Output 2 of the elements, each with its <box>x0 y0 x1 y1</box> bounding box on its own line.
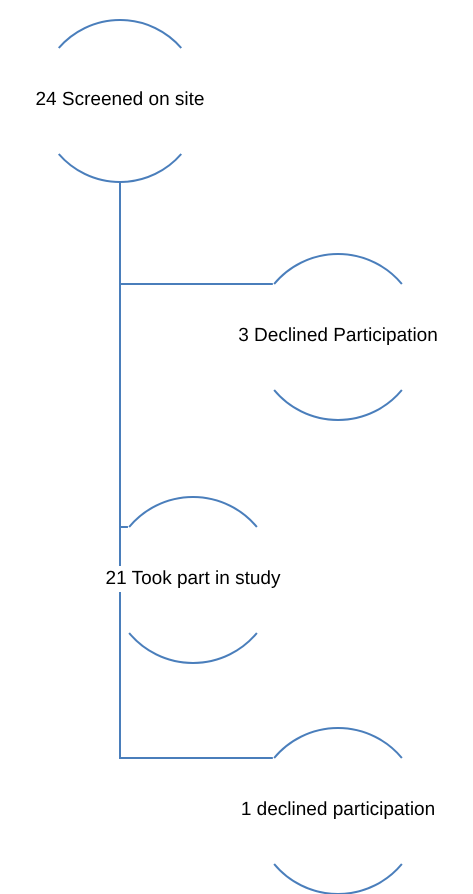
connector-line <box>119 526 273 759</box>
node-label: 21 Took part in study <box>106 566 280 592</box>
